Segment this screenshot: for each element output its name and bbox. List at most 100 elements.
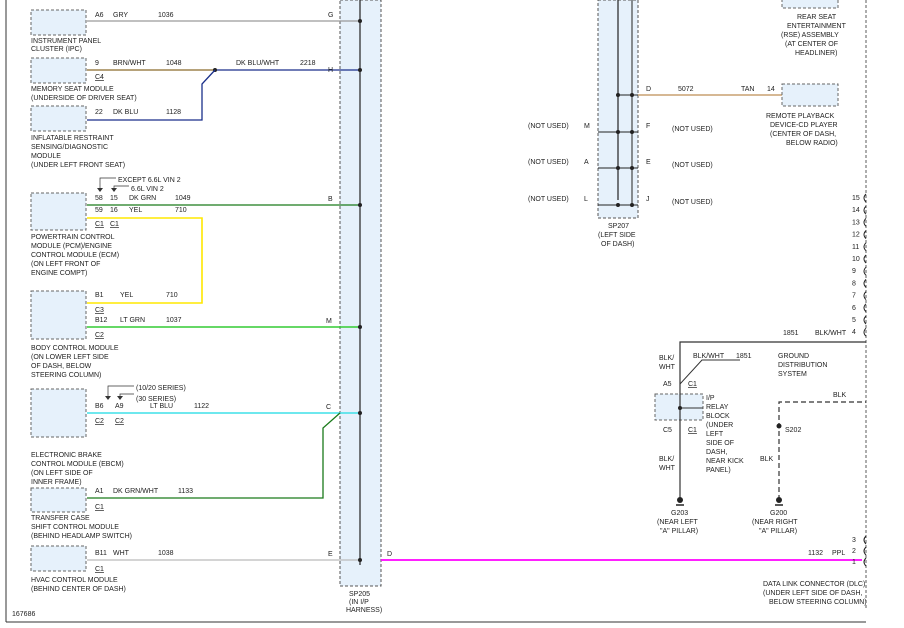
module-bcm: BODY CONTROL MODULE (ON LOWER LEFT SIDE … <box>30 290 119 379</box>
wire-ipc-gry: A6 GRY 1036 G <box>87 12 362 23</box>
module-name: REAR SEAT <box>797 14 837 21</box>
pin-label: B1 <box>95 292 104 299</box>
module-ebcm: ELECTRONIC BRAKE CONTROL MODULE (EBCM) (… <box>30 388 124 486</box>
dlc-name-3: BELOW STEERING COLUMN) <box>769 599 867 606</box>
module-name: ELECTRONIC BRAKE <box>31 452 102 459</box>
conn-label: C1 <box>688 381 697 388</box>
pin-label: M <box>584 123 590 130</box>
circuit-label: 1048 <box>166 60 182 67</box>
module-name-2: SENSING/DIAGNOSTIC <box>31 144 108 151</box>
pin-label: D <box>646 86 651 93</box>
ground-dist-label-2: DISTRIBUTION <box>778 362 827 369</box>
splice-pin-label: E <box>328 551 333 558</box>
wire-color-label: TAN <box>741 86 754 93</box>
module-name-2: (UNDERSIDE OF DRIVER SEAT) <box>31 95 137 102</box>
module-rse: REAR SEAT ENTERTAINMENT (RSE) ASSEMBLY (… <box>781 0 847 57</box>
module-name-3: (ON LEFT SIDE OF <box>31 470 93 477</box>
module-name: INSTRUMENT PANEL <box>31 38 101 45</box>
module-name-4: (AT CENTER OF <box>785 41 838 48</box>
relay-name-3: BLOCK <box>706 413 730 420</box>
circuit-label: 1851 <box>783 330 799 337</box>
pin-label: C5 <box>663 427 672 434</box>
conn-label: C4 <box>95 74 104 81</box>
module-name-2: SHIFT CONTROL MODULE <box>31 524 119 531</box>
sp205-label-3: HARNESS) <box>346 607 382 614</box>
dlc-pin-label: 15 <box>852 195 860 202</box>
wire-pcm-yel: 59 16 YEL 710 C1 C1 B1 YEL 710 C3 <box>87 207 203 314</box>
circuit-label: 1036 <box>158 12 174 19</box>
wire-color-label: BRN/WHT <box>113 60 146 67</box>
wire-color-label: YEL <box>129 207 142 214</box>
ground-dist-label-3: SYSTEM <box>778 371 807 378</box>
module-sdm: INFLATABLE RESTRAINT SENSING/DIAGNOSTIC … <box>30 105 125 169</box>
circuit-label: 5072 <box>678 86 694 93</box>
module-name-4: BELOW RADIO) <box>786 140 838 147</box>
dlc-pin-label: 6 <box>852 305 856 312</box>
wire-color-label: WHT <box>113 550 130 557</box>
pin-label: B12 <box>95 317 108 324</box>
pin-label: B11 <box>95 550 107 557</box>
wire-color-label: WHT <box>659 465 676 472</box>
pin-label: E <box>646 159 651 166</box>
module-name: HVAC CONTROL MODULE <box>31 577 118 584</box>
pin-label: 14 <box>767 86 775 93</box>
wire-sdm-dk-blu: 22 DK BLU 1128 <box>87 69 216 121</box>
sp207-label-3: OF DASH) <box>601 241 634 248</box>
module-name-5: HEADLINER) <box>795 50 837 57</box>
wire-color-label: BLK/ <box>659 355 674 362</box>
module-name: REMOTE PLAYBACK <box>766 113 835 120</box>
sp207-not-used-rows: (NOT USED) M F (NOT USED) (NOT USED) A E… <box>528 0 713 207</box>
conn-label: C3 <box>95 307 104 314</box>
wire-color-label: BLK/WHT <box>815 330 847 337</box>
wire-color-label: LT BLU <box>150 403 173 410</box>
ground-loc-2: "A" PILLAR) <box>759 528 797 535</box>
circuit-label: 1038 <box>158 550 174 557</box>
module-name-5: ENGINE COMPT) <box>31 270 87 277</box>
conn-label: C2 <box>95 418 104 425</box>
pin-label: F <box>646 123 650 130</box>
module-name: TRANSFER CASE <box>31 515 90 522</box>
wire-bcm-lt-grn: B12 LT GRN 1037 C2 M <box>87 317 362 339</box>
dlc-pin-label: 3 <box>852 537 856 544</box>
module-name-4: (UNDER LEFT FRONT SEAT) <box>31 162 125 169</box>
module-name-3: (BEHIND HEADLAMP SWITCH) <box>31 533 132 540</box>
pin-label: A6 <box>95 12 104 19</box>
pin-label: B6 <box>95 403 104 410</box>
dlc-pin-label: 4 <box>852 329 856 336</box>
module-name-2: CONTROL MODULE (EBCM) <box>31 461 124 468</box>
wire-ebcm-lt-blu: B6 A9 LT BLU 1122 C2 C2 C <box>87 403 362 425</box>
module-name-2: ENTERTAINMENT <box>787 23 847 30</box>
module-name-3: OF DASH, BELOW <box>31 363 92 370</box>
conn-label: C1 <box>688 427 697 434</box>
splice-pack-sp207: SP207 (LEFT SIDE OF DASH) <box>597 0 639 248</box>
conn-label: C1 <box>95 504 104 511</box>
not-used-label: (NOT USED) <box>528 196 569 203</box>
module-name: POWERTRAIN CONTROL <box>31 234 115 241</box>
ground-dist-label: GROUND <box>778 353 809 360</box>
pin-label: A5 <box>663 381 672 388</box>
pcm-note-b: 6.6L VIN 2 <box>131 186 164 193</box>
pin-label: 58 <box>95 195 103 202</box>
module-memory-seat: MEMORY SEAT MODULE (UNDERSIDE OF DRIVER … <box>30 57 137 102</box>
wire-color-label: BLK/ <box>659 456 674 463</box>
dlc-pin-label: 9 <box>852 268 856 275</box>
figure-id: 167686 <box>12 611 35 618</box>
module-hvac: HVAC CONTROL MODULE (BEHIND CENTER OF DA… <box>30 545 126 593</box>
circuit-label: 1133 <box>178 488 193 495</box>
pin-label: 22 <box>95 109 103 116</box>
pin-label: A9 <box>115 403 124 410</box>
module-ipc: INSTRUMENT PANEL CLUSTER (IPC) <box>30 9 101 53</box>
module-name-4: STEERING COLUMN) <box>31 372 101 379</box>
not-used-label: (NOT USED) <box>672 199 713 206</box>
dlc-pin-label: 11 <box>852 244 859 251</box>
pin-label: A <box>584 159 589 166</box>
splice-pin-label: C <box>326 404 331 411</box>
wire-color-label: YEL <box>120 292 133 299</box>
ground-loc: (NEAR LEFT <box>657 519 699 526</box>
module-name: INFLATABLE RESTRAINT <box>31 135 114 142</box>
circuit-label: 1037 <box>166 317 182 324</box>
relay-name-9: PANEL) <box>706 467 731 474</box>
dlc-pin-label: 5 <box>852 317 856 324</box>
dlc-pin-label: 7 <box>852 293 856 300</box>
